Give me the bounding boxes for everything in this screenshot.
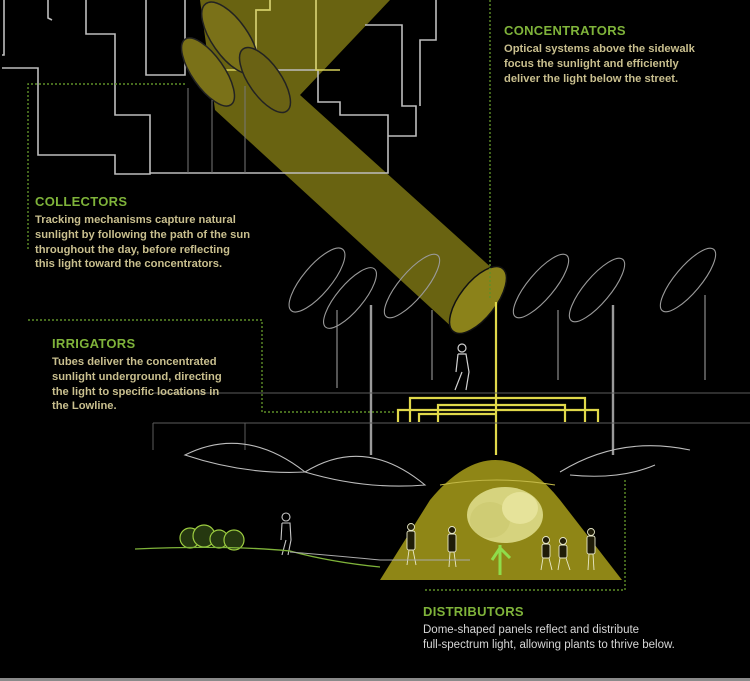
tree <box>467 487 543 575</box>
street-concentrator-dishes <box>288 247 717 455</box>
concentrators-label: CONCENTRATORS Optical systems above the … <box>504 23 739 86</box>
irrigators-label: IRRIGATORS Tubes deliver the concentrate… <box>52 336 262 414</box>
distributors-title: DISTRIBUTORS <box>423 604 524 619</box>
pedestrian <box>454 343 470 391</box>
ceiling-dome-panels <box>183 442 691 487</box>
collectors-label: COLLECTORS Tracking mechanisms capture n… <box>35 194 295 272</box>
irrigators-title: IRRIGATORS <box>52 336 136 351</box>
underground-people <box>406 523 596 571</box>
concentrators-title: CONCENTRATORS <box>504 23 626 38</box>
path-walker <box>280 512 292 556</box>
collectors-description: Tracking mechanisms capture natural sunl… <box>35 214 251 271</box>
collectors-title: COLLECTORS <box>35 194 128 209</box>
leader-lines <box>27 0 626 591</box>
rooftop-collector-dishes <box>180 1 292 173</box>
ground-path <box>134 546 470 568</box>
distributors-label: DISTRIBUTORS Dome-shaped panels reflect … <box>423 604 743 653</box>
concentrators-description: Optical systems above the sidewalk focus… <box>504 43 695 85</box>
shrubs <box>179 524 245 551</box>
distributors-description: Dome-shaped panels reflect and distribut… <box>423 624 675 651</box>
irrigators-description: Tubes deliver the concentrated sunlight … <box>52 356 222 413</box>
irrigator-tubes <box>396 302 600 455</box>
street-structure <box>152 392 750 450</box>
